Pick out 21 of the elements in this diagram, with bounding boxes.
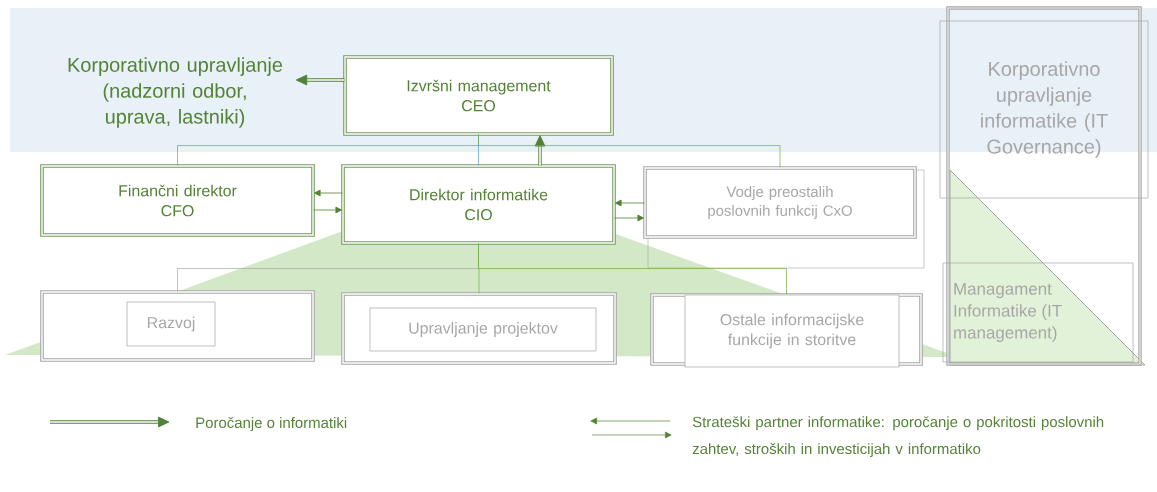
column-box [946,6,1142,366]
org-box: Izvršni management CEO [343,55,614,136]
arrow [615,199,645,207]
governance-text: Korporativno upravljanje (nadzorni odbor, uprava, lastniki) [68,57,283,128]
inner-box: Ostale informacijske funkcije in storitve [684,294,900,368]
org-box: Vodje preostalih poslovnih funkcij CxO [643,166,917,239]
connector-line [478,243,787,295]
double-arrow [295,74,346,86]
inner-box: Upravljanje projektov [369,307,597,352]
legend-text: Poročanje o informatiki [196,417,347,431]
org-box: Finančni direktor CFO [40,164,315,237]
legend-text: Strateški partner informatike: poročanje o pokritosti poslovnih zahtev, stroških in investicijah v informatiko [692,416,1104,458]
inner-box: Razvoj [126,301,216,347]
arrow [614,214,644,222]
management-box: Managament Informatike (IT management) [942,262,1134,363]
connector-line [478,134,781,168]
governance-box: Korporativno upravljanje informatike (IT Governance) [939,20,1149,199]
org-box: Direktor informatike CIO [341,164,616,245]
arrow [314,189,343,197]
double-arrow [534,135,546,167]
arrow [313,206,342,214]
